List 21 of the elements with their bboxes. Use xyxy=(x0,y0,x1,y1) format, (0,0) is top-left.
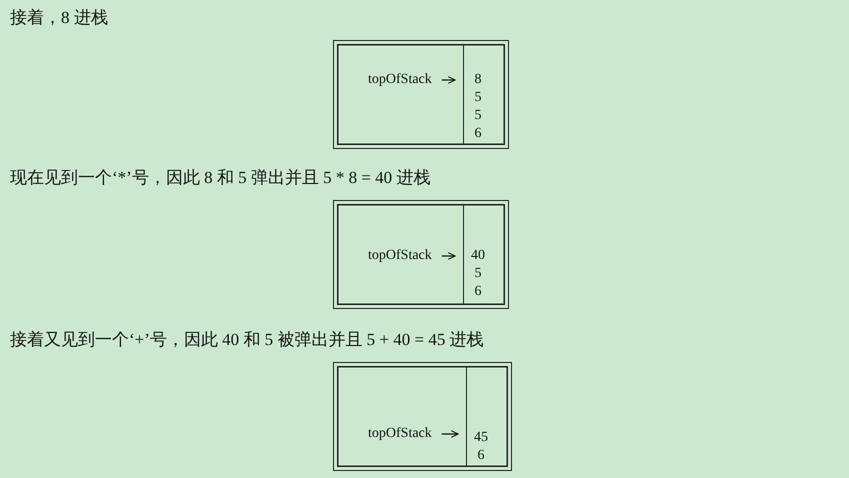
stack-value: 6 xyxy=(476,448,486,464)
pointer-label: topOfStack xyxy=(368,248,432,264)
pointer-label: topOfStack xyxy=(368,426,432,442)
stack-value: 40 xyxy=(470,248,486,264)
stack-frame xyxy=(333,200,509,309)
arrow xyxy=(442,430,458,438)
stack-value: 8 xyxy=(474,72,482,88)
stack-value: 45 xyxy=(473,430,489,446)
stack-frame xyxy=(333,40,509,149)
step-caption: 现在见到一个‘*’号，因此 8 和 5 弹出并且 5 * 8 = 40 进栈 xyxy=(10,167,430,189)
stack-value: 5 xyxy=(474,90,482,106)
step-caption: 接着，8 进栈 xyxy=(10,7,108,29)
stack-value: 6 xyxy=(474,284,482,300)
stack-value: 6 xyxy=(474,126,482,142)
arrow xyxy=(442,76,456,84)
pointer-label: topOfStack xyxy=(368,72,432,88)
stack-value: 5 xyxy=(474,108,482,124)
step-caption: 接着又见到一个‘+’号，因此 40 和 5 被弹出并且 5 + 40 = 45 进栈 xyxy=(10,329,484,351)
arrow xyxy=(442,252,456,260)
stack-value: 5 xyxy=(474,266,482,282)
stack-frame xyxy=(333,362,512,471)
